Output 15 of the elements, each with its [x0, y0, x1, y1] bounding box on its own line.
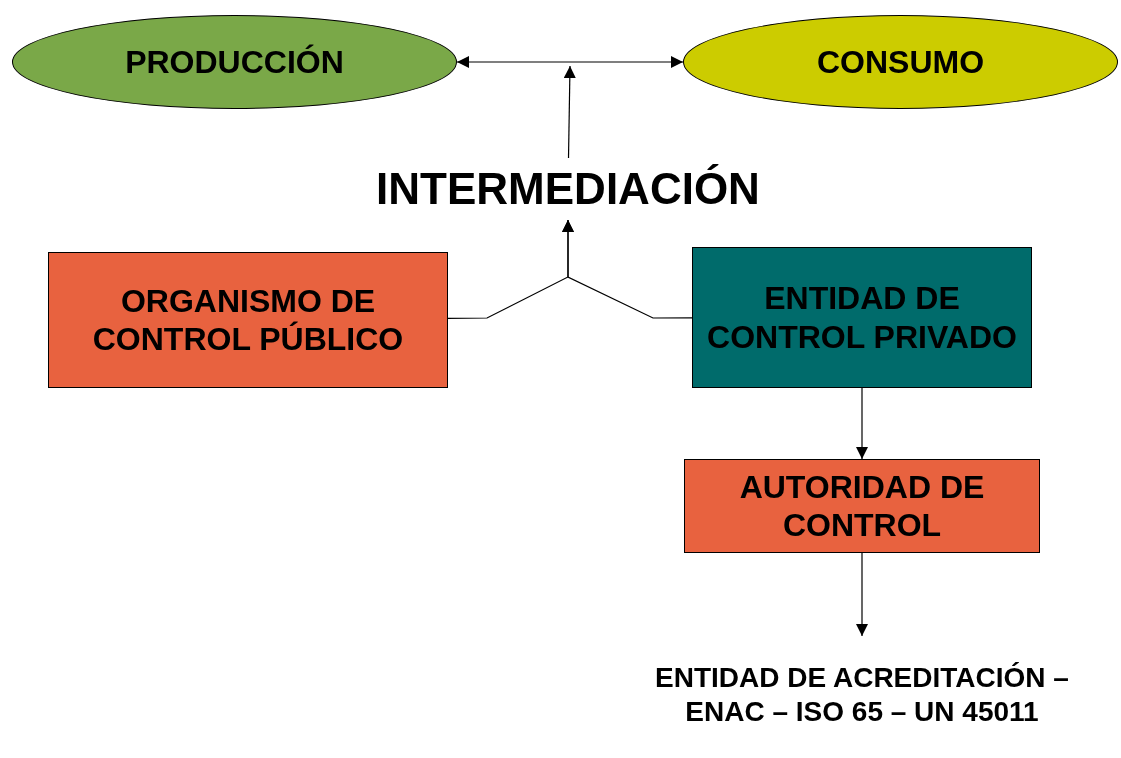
arrow: [456, 56, 684, 68]
arrow: [563, 65, 576, 159]
heading-text: INTERMEDIACIÓN: [330, 158, 806, 220]
box-label: ENTIDAD DE CONTROL PRIVADO: [706, 279, 1018, 356]
process-box: [684, 459, 1040, 553]
box-label: PRODUCCIÓN: [125, 42, 344, 82]
box-label: AUTORIDAD DE CONTROL: [738, 467, 986, 545]
caption-text: ENTIDAD DE ACREDITACIÓN – ENAC – ISO 65 – UN 45011: [612, 636, 1112, 754]
process-box: [48, 252, 448, 388]
arrow: [562, 219, 693, 319]
box-label: ORGANISMO DE CONTROL PÚBLICO: [91, 281, 405, 359]
arrow: [856, 387, 868, 460]
box-label: CONSUMO: [816, 42, 985, 82]
process-box: [692, 247, 1032, 388]
arrow: [856, 552, 868, 637]
